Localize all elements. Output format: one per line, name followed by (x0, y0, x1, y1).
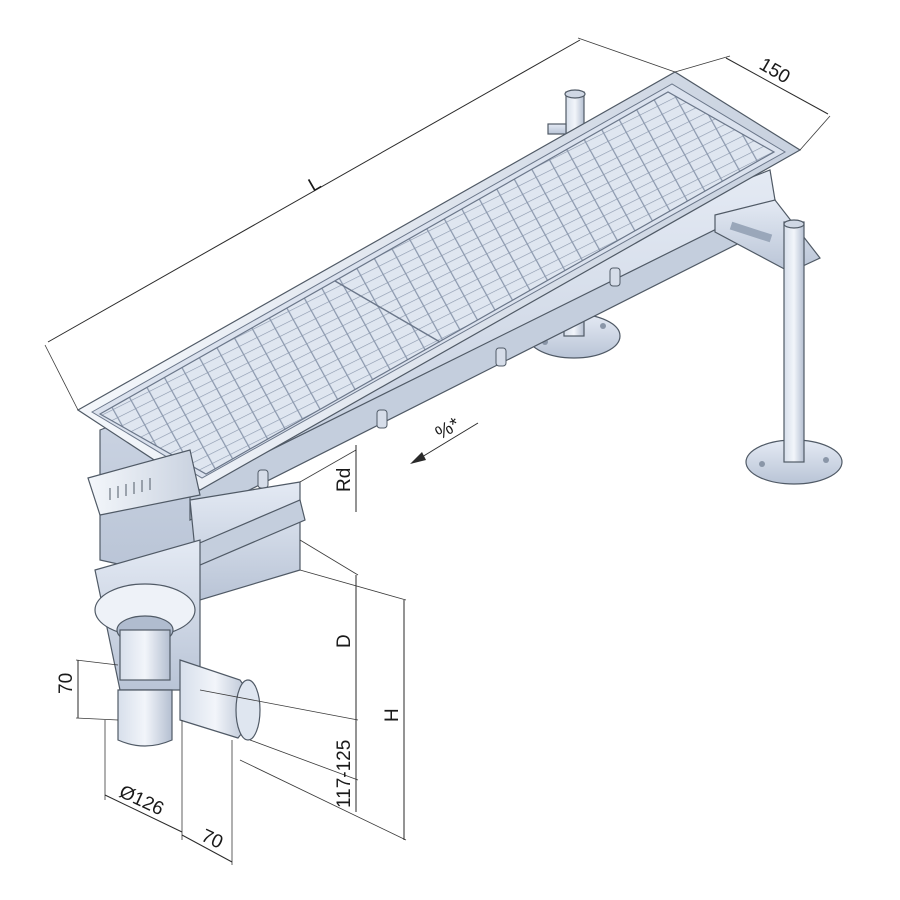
outlet-pipe-side (179, 659, 261, 741)
dim-length-label: L (305, 173, 325, 196)
dimension-left-seal: 70 (56, 659, 119, 721)
dimension-depth: D (199, 539, 359, 721)
grating (98, 91, 776, 475)
dim-left-seal-label: 70 (56, 673, 77, 694)
dimension-slope: %* (410, 414, 479, 464)
dim-diameter-label: Ø126 (116, 781, 167, 820)
gully-trap (94, 539, 201, 691)
channel-body (99, 169, 776, 581)
dim-rd-label: Rd (334, 468, 355, 492)
dim-outlet-height-label: 117-125 (334, 740, 355, 808)
outlet-pipe-vertical (117, 689, 173, 747)
outlet-flange (87, 449, 306, 601)
dim-depth-label: D (334, 634, 355, 648)
dimension-rd: Rd (299, 445, 357, 512)
dimension-outlet-height: 117-125 (249, 720, 359, 812)
support-rod-front (714, 199, 843, 485)
dim-bottom-offset-label: 70 (198, 825, 226, 853)
dim-slope-label: %* (432, 414, 464, 445)
dimension-bottom-offset: 70 (181, 740, 233, 865)
dim-width-label: 150 (756, 54, 794, 88)
dimension-height: H (239, 569, 407, 841)
dim-height-label: H (382, 708, 403, 722)
